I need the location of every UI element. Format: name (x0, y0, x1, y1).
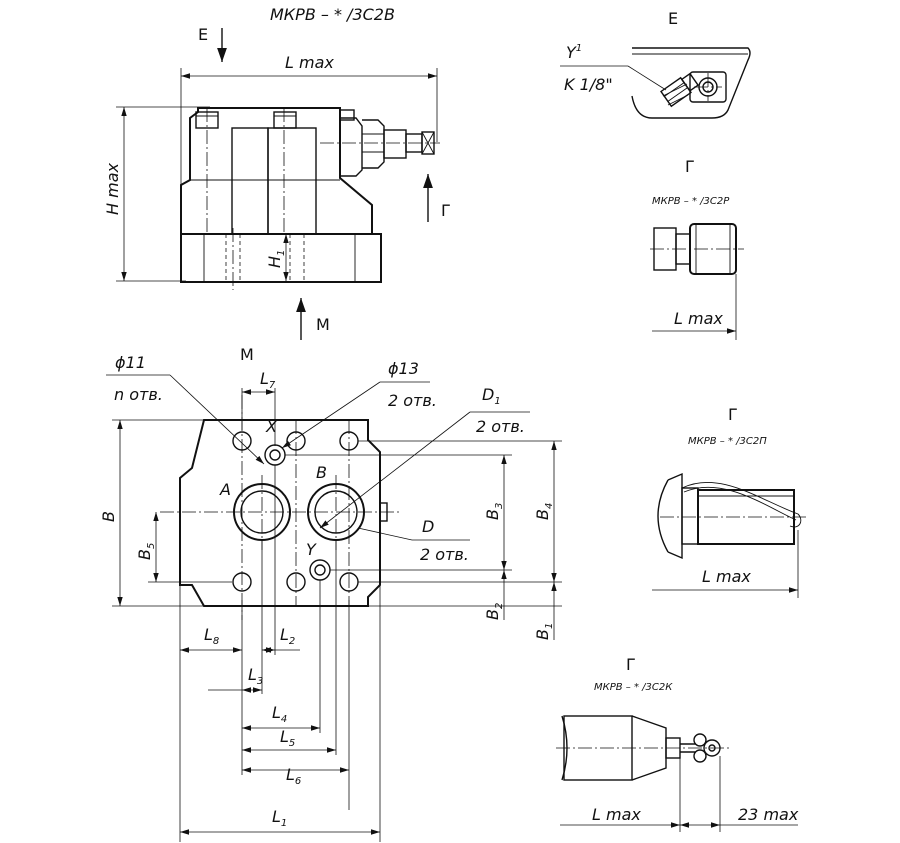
plan-view-m-label: М (240, 345, 254, 364)
view-e-arrow-label: Е (198, 25, 208, 44)
plan-body-outline (179, 419, 381, 607)
variant-3c2p-model: МКРВ – * /3С2Р (652, 196, 730, 207)
port-b-label: B (316, 463, 327, 482)
l1-label: L1 (272, 807, 287, 829)
d1-label: D1 (482, 385, 501, 407)
valve-body (180, 107, 373, 234)
l7-label: L7 (260, 369, 276, 391)
variant-3c2k: Г МКРВ – * /3С2К L max 23 max (556, 655, 799, 832)
view-e-thread-label: K 1/8" (564, 75, 613, 94)
b2-label: B2 (483, 603, 505, 620)
h1-label: H1 (265, 250, 287, 268)
b4-label: B4 (533, 503, 555, 520)
variant-3c2n-l-max-label: L max (702, 567, 751, 586)
variant-3c2n: Г МКРВ – * /3С2П L max (652, 405, 806, 598)
l2-label: L2 (280, 625, 295, 647)
l-max-label: L max (285, 53, 334, 72)
b5-label: B5 (135, 543, 157, 560)
view-e: Е Y1 K 1/8" (560, 9, 751, 119)
variant-3c2k-title: Г (626, 655, 636, 674)
view-e-title: Е (668, 9, 678, 28)
variant-3c2n-title: Г (728, 405, 738, 424)
variant-3c2k-23-label: 23 max (738, 805, 799, 824)
b-label: B (99, 511, 118, 522)
variant-3c2n-model: МКРВ – * /3С2П (688, 436, 767, 447)
d1-count-label: 2 отв. (476, 417, 525, 436)
front-view: МКРВ – * /3С2В Е L max H max H1 (103, 5, 451, 340)
l8-label: L8 (204, 625, 219, 647)
port-y-label: Y (306, 540, 317, 559)
l4-label: L4 (272, 703, 287, 725)
variant-3c2k-model: МКРВ – * /3С2К (594, 682, 673, 693)
hole13-count-label: 2 отв. (388, 391, 437, 410)
variant-3c2p-l-max-label: L max (674, 309, 723, 328)
b3-label: B3 (483, 503, 505, 520)
d-count-label: 2 отв. (420, 545, 469, 564)
view-g-arrow-label: Г (441, 201, 451, 220)
port-a-label: A (219, 480, 231, 499)
hole11-count-label: n отв. (114, 385, 163, 404)
l3-label: L3 (248, 665, 263, 687)
port-x-label: X (265, 417, 278, 436)
h-max-label: H max (103, 162, 122, 215)
l5-label: L5 (280, 727, 295, 749)
hole11-label: ϕ11 (115, 353, 146, 372)
view-e-body-outline (631, 47, 751, 119)
variant-3c2k-l-max-label: L max (592, 805, 641, 824)
plan-view: М B X Y A B (99, 345, 562, 842)
view-e-y1-label: Y1 (566, 43, 582, 62)
front-view-model-label: МКРВ – * /3С2В (270, 5, 395, 24)
hole13-label: ϕ13 (388, 359, 419, 378)
port-y (309, 559, 331, 581)
variant-3c2p-title: Г (685, 157, 695, 176)
view-m-arrow-label: М (316, 315, 330, 334)
d-label: D (422, 517, 434, 536)
variant-3c2p: Г МКРВ – * /3С2Р L max (650, 157, 744, 340)
l6-label: L6 (286, 765, 301, 787)
b1-label: B1 (533, 623, 555, 640)
